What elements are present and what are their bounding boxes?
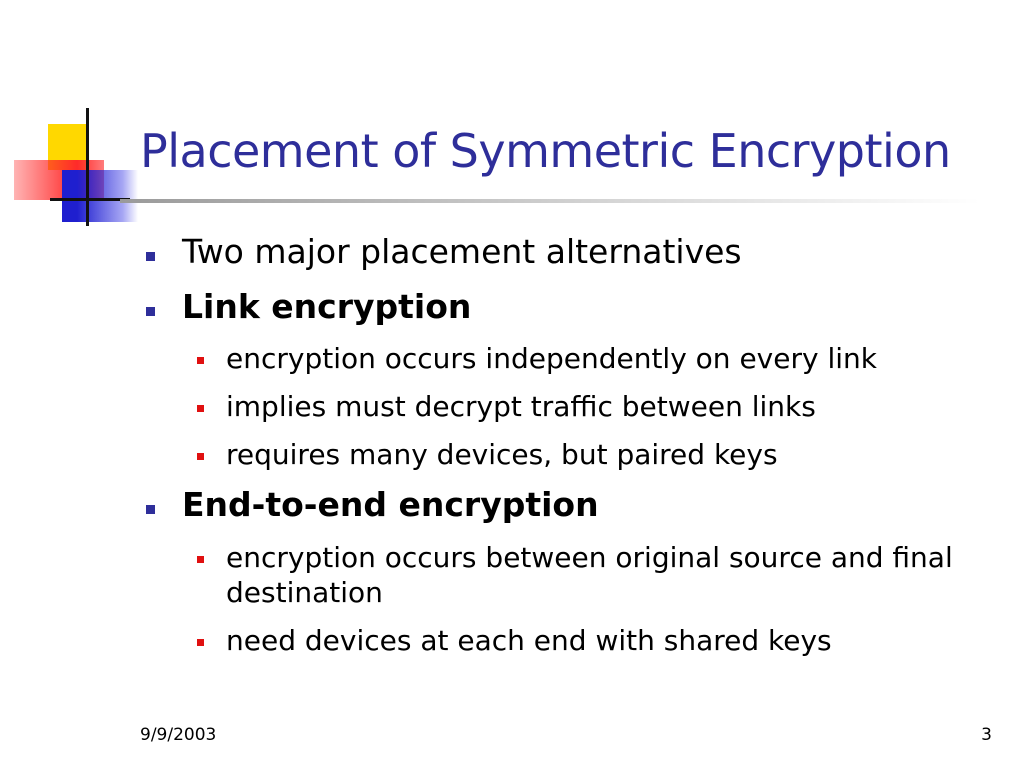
bullet-item: End-to-end encryption [140,485,960,525]
bullet-list: Two major placement alternatives Link en… [140,232,960,671]
bullet-text: End-to-end encryption [182,485,599,525]
square-bullet-icon [197,453,204,461]
square-bullet-icon [197,555,204,563]
sub-bullet-item: encryption occurs independently on every… [140,341,960,376]
square-bullet-icon [197,357,204,365]
square-bullet-icon [146,505,155,515]
slide-logo-icon [0,0,150,240]
square-bullet-icon [146,306,155,316]
blue-square-icon [62,170,138,222]
vertical-line [86,108,89,226]
horizontal-line [50,198,130,201]
sub-bullet-text: encryption occurs independently on every… [226,342,877,376]
sub-bullet-item: implies must decrypt traffic between lin… [140,389,960,424]
bullet-text: Link encryption [182,286,472,326]
sub-bullet-text: implies must decrypt traffic between lin… [226,390,816,424]
bullet-text: Two major placement alternatives [182,232,742,271]
bullet-item: Two major placement alternatives [140,232,960,272]
bullet-item: Link encryption [140,287,960,327]
square-bullet-icon [146,252,155,261]
square-bullet-icon [197,405,204,413]
sub-bullet-text: encryption occurs between original sourc… [226,540,953,609]
slide-title: Placement of Symmetric Encryption [140,124,951,178]
square-bullet-icon [197,638,204,646]
sub-bullet-text: requires many devices, but paired keys [226,438,778,472]
sub-bullet-item: need devices at each end with shared key… [140,623,960,658]
page-number: 3 [981,725,992,745]
title-underline [120,199,980,203]
sub-bullet-item: encryption occurs between original sourc… [140,540,960,610]
sub-bullet-item: requires many devices, but paired keys [140,437,960,472]
sub-bullet-text: need devices at each end with shared key… [226,623,832,657]
footer-date: 9/9/2003 [140,725,217,745]
